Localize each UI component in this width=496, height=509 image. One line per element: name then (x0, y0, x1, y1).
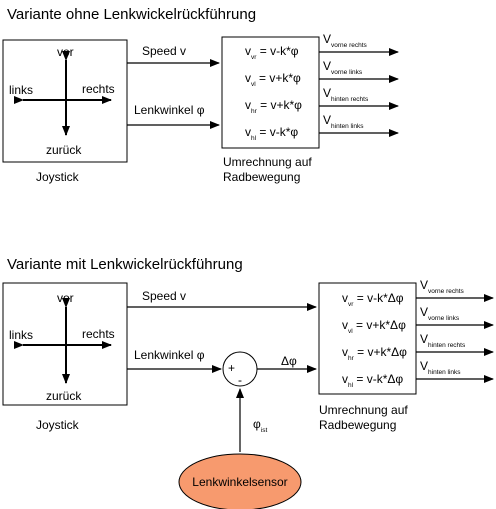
top-output-label-3: Vhinten rechts (323, 86, 369, 103)
top-joystick-vor: vor (57, 45, 74, 59)
sum-plus-sign: + (228, 361, 235, 375)
top-output-label-1: Vvorne rechts (323, 32, 368, 49)
bottom-variant: Variante mit Lenkwickelrückführung vor l… (2, 256, 494, 509)
bottom-joystick-rechts: rechts (82, 327, 115, 341)
top-output-label-2: Vvorne links (323, 59, 363, 76)
bottom-calc-caption-1: Umrechnung auf (319, 403, 408, 417)
sensor-label: Lenkwinkelsensor (192, 475, 287, 489)
top-calc-caption-2: Radbewegung (223, 170, 300, 184)
bottom-joystick-links: links (9, 328, 33, 342)
bottom-output-label-4: Vhinten links (420, 359, 461, 376)
top-title: Variante ohne Lenkwickelrückführung (7, 6, 256, 23)
top-equation-1: vvr = v-k*φ (245, 44, 299, 61)
bottom-equation-2: vvl = v+k*Δφ (342, 318, 406, 335)
bottom-equation-4: vhl = v-k*Δφ (342, 372, 403, 389)
top-output-label-4: Vhinten links (323, 113, 364, 130)
feedback-label: φist (253, 417, 267, 434)
top-variant: Variante ohne Lenkwickelrückführung vor … (2, 6, 399, 184)
bottom-joystick-zurueck: zurück (46, 389, 82, 403)
top-joystick-zurueck: zurück (46, 143, 82, 157)
bottom-equations: vvr = v-k*Δφ vvl = v+k*Δφ vhr = v+k*Δφ vhl … (342, 291, 407, 389)
top-joystick-rechts: rechts (82, 82, 115, 96)
bottom-calc-box (318, 282, 417, 395)
bottom-joystick-caption: Joystick (36, 418, 80, 432)
top-equation-4: vhl = v-k*φ (245, 125, 298, 142)
top-joystick-links: links (9, 83, 33, 97)
top-equation-2: vvl = v+k*φ (245, 71, 301, 88)
top-speed-label: Speed v (142, 44, 186, 58)
top-calc-caption-1: Umrechnung auf (223, 155, 312, 169)
bottom-title: Variante mit Lenkwickelrückführung (7, 256, 243, 273)
bottom-equation-1: vvr = v-k*Δφ (342, 291, 404, 308)
bottom-joystick-vor: vor (57, 291, 74, 305)
top-angle-label: Lenkwinkel φ (134, 103, 205, 117)
bottom-output-label-3: Vhinten rechts (420, 332, 466, 349)
bottom-speed-label: Speed v (142, 289, 186, 303)
bottom-output-label-1: Vvorne rechts (420, 278, 465, 295)
bottom-delta-label: Δφ (281, 354, 297, 368)
sum-minus-sign: - (238, 373, 242, 387)
sensor-ellipse (178, 453, 302, 509)
bottom-calc-caption-2: Radbewegung (319, 418, 396, 432)
bottom-angle-label: Lenkwinkel φ (134, 348, 205, 362)
top-calc-box (221, 36, 320, 149)
top-joystick-caption: Joystick (36, 170, 80, 184)
top-equation-3: vhr = v+k*φ (245, 98, 302, 115)
top-equations: vvr = v-k*φ vvl = v+k*φ vhr = v+k*φ vhl = v… (245, 44, 302, 142)
bottom-equation-3: vhr = v+k*Δφ (342, 345, 407, 362)
bottom-output-label-2: Vvorne links (420, 305, 460, 322)
